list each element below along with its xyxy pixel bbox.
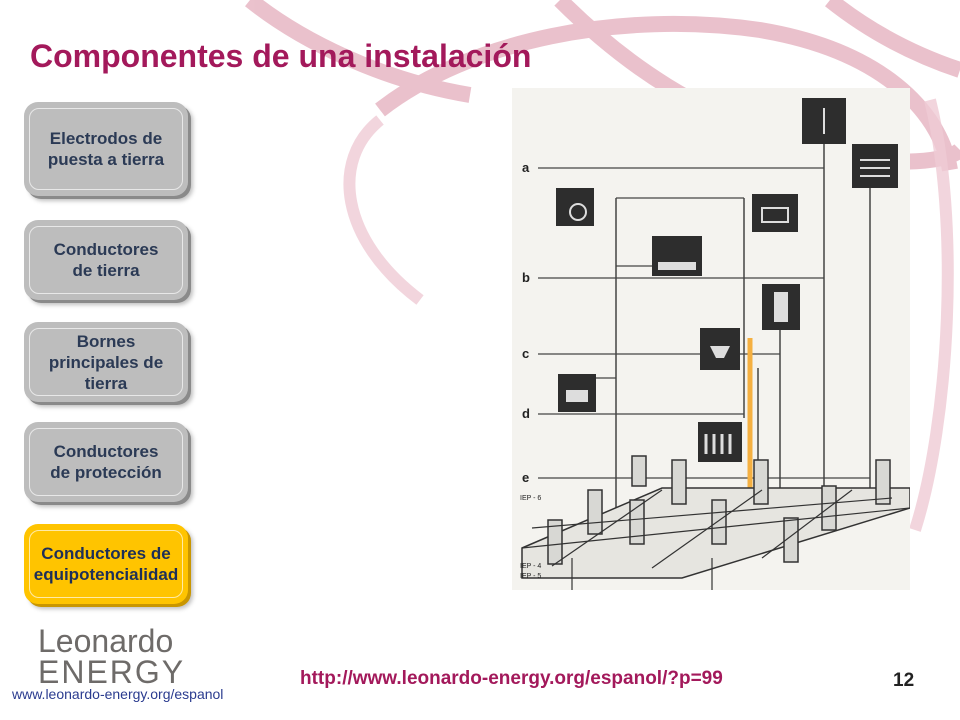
leonardo-energy-logo: Leonardo ENERGY (38, 623, 186, 690)
iep-label: IEP - 4 (520, 563, 541, 570)
floor-label-d: d (522, 406, 530, 421)
floor-label-a: a (522, 160, 530, 175)
menu-button-electrodos[interactable]: Electrodos de puesta a tierra (24, 102, 188, 196)
iep-label: IEP - 6 (520, 495, 541, 502)
menu-button-label: Electrodos de puesta a tierra (47, 129, 165, 169)
menu-button-label: Conductores de protección (50, 442, 162, 482)
page-title: Componentes de una instalación (30, 38, 532, 74)
logo-line1: Leonardo (38, 623, 174, 659)
appliance-icons (556, 98, 898, 462)
logo-line2: ENERGY (38, 654, 186, 690)
floor-label-b: b (522, 270, 530, 285)
iep-label: IEP - 5 (520, 573, 541, 580)
menu-button-conductores-proteccion[interactable]: Conductores de protección (24, 422, 188, 502)
floor-label-e: e (522, 470, 529, 485)
menu-button-label: Conductores de equipotencialidad (33, 544, 179, 584)
menu-button-bornes[interactable]: Bornes principales de tierra (24, 322, 188, 402)
source-url-link[interactable]: http://www.leonardo-energy.org/espanol/?… (300, 668, 723, 689)
menu-button-label: Bornes principales de tierra (48, 331, 164, 393)
floor-label-c: c (522, 346, 529, 361)
menu-button-label: Conductores de tierra (53, 240, 159, 280)
site-link[interactable]: www.leonardo-energy.org/espanol (12, 686, 224, 702)
menu-button-equipotencialidad[interactable]: Conductores de equipotencialidad (24, 524, 188, 604)
menu-button-conductores-tierra[interactable]: Conductores de tierra (24, 220, 188, 300)
installation-diagram: a b c d e (512, 88, 910, 590)
page-number: 12 (893, 670, 915, 691)
